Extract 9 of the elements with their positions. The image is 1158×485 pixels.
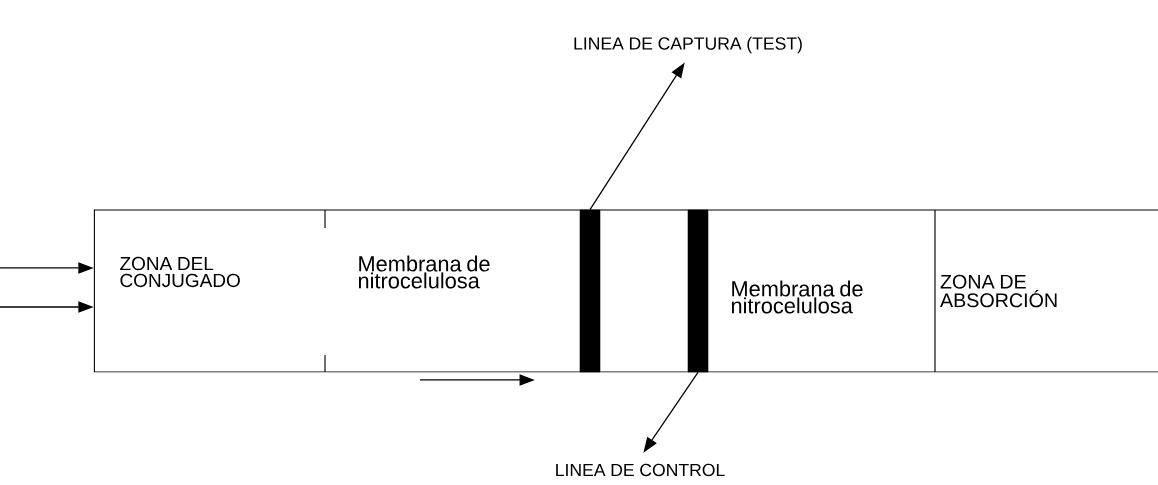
zone-text: ZONA DE ABSORCIÓN [940,274,1057,308]
line-bar [579,209,601,373]
zone-text: Membrana de nitrocelulosa [358,255,490,289]
test-strip [93,209,1158,373]
line-label: LINEA DE CAPTURA (TEST) [574,36,802,54]
zone-text: ZONA DEL CONJUGADO [120,256,240,288]
line-label: LINEA DE CONTROL [556,463,725,477]
line-bar [687,209,709,373]
zone-text: Membrana de nitrocelulosa [731,280,863,314]
